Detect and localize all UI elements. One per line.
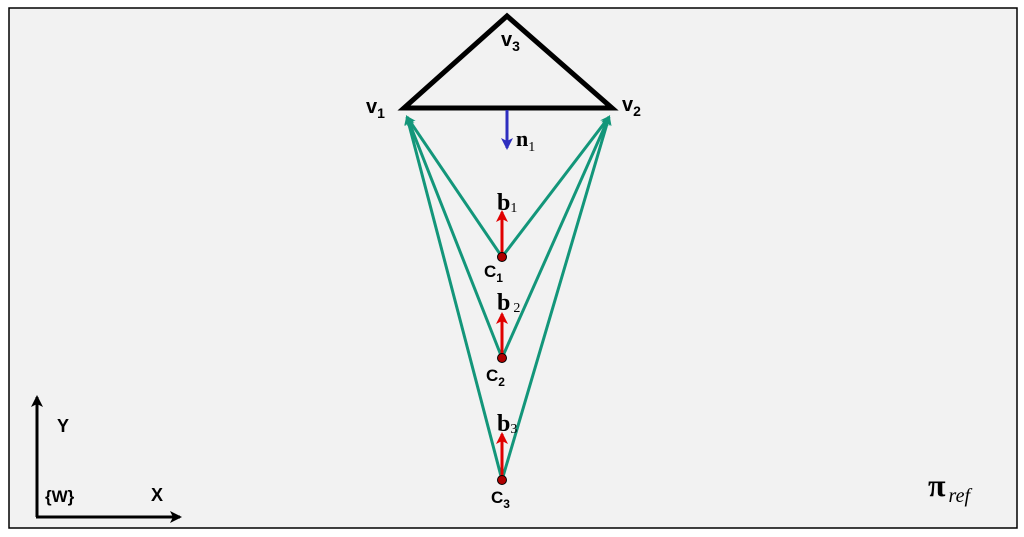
world-frame-label: {W} (45, 487, 75, 506)
ray-c1-v2 (500, 115, 611, 258)
ray-c1-v1 (405, 115, 504, 258)
reference-plane-background (8, 7, 1018, 529)
baseline-label-b1: b1 (497, 190, 517, 216)
normal-label-n1: n1 (516, 126, 535, 155)
ray-c2-v2 (500, 115, 611, 359)
y-axis-label: Y (57, 416, 69, 436)
vertex-label-v2: v2 (622, 94, 641, 119)
camera-center-c3 (497, 475, 507, 485)
world-axes (31, 395, 182, 523)
baseline-label-b3: b3 (497, 411, 517, 437)
ray-c3-v1 (404, 115, 504, 481)
ray-c2-v1 (405, 115, 504, 359)
vertex-label-v1: v1 (366, 96, 385, 121)
triangle-face (397, 12, 619, 111)
viewing-rays (404, 115, 612, 481)
x-axis-label: X (151, 485, 163, 505)
camera-center-c2 (497, 353, 507, 363)
ray-c3-v2 (500, 115, 612, 481)
camera-label-c2: C2 (486, 366, 505, 389)
camera-label-c1: C1 (484, 262, 503, 285)
vertex-label-v3: v3 (501, 29, 520, 54)
camera-center-c1 (497, 252, 507, 262)
camera-label-c3: C3 (491, 488, 510, 511)
